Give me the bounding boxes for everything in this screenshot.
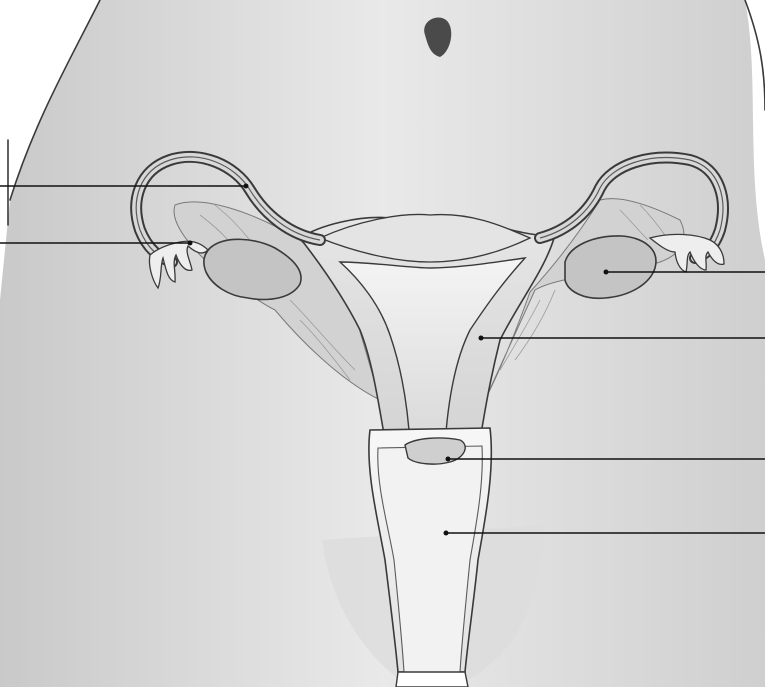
leader-uterus-dot (479, 336, 484, 341)
leader-fimbriae-dot (188, 241, 193, 246)
vaginal-opening (396, 672, 468, 687)
leader-ovary-dot (604, 270, 609, 275)
cervix (405, 438, 465, 464)
leader-cervix-dot (446, 457, 451, 462)
leader-vagina-dot (444, 531, 449, 536)
leader-fallopian-tube-dot (244, 184, 249, 189)
